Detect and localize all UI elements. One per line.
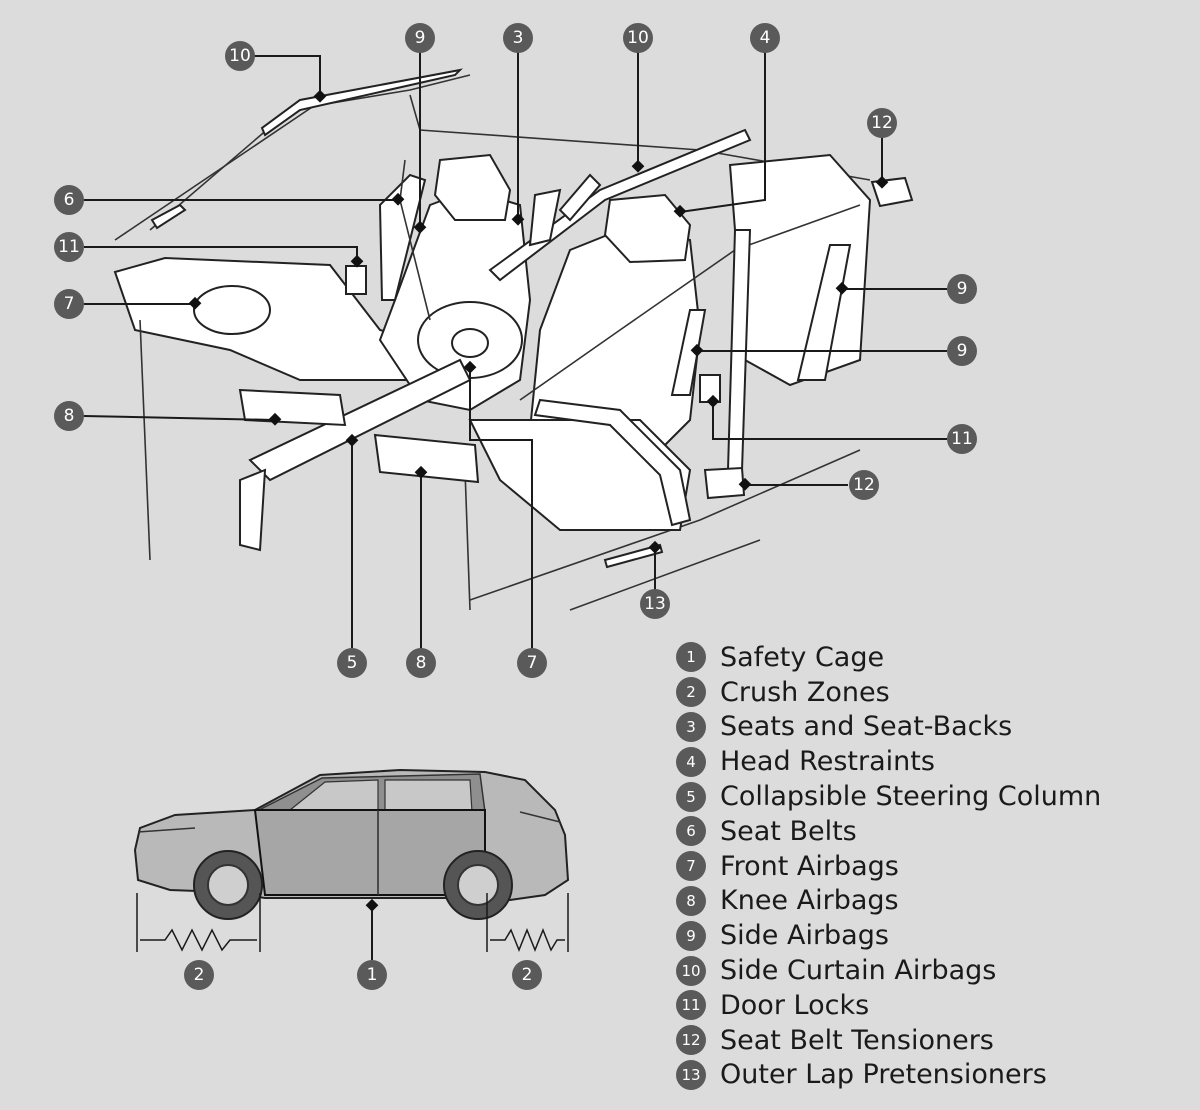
- callout-2b: 2: [512, 960, 542, 990]
- legend-label: Crush Zones: [720, 676, 890, 708]
- legend-item: 13 Outer Lap Pretensioners: [676, 1058, 1196, 1093]
- legend-label: Side Airbags: [720, 920, 889, 952]
- callout-9b: 9: [947, 274, 977, 304]
- legend-number: 7: [676, 851, 706, 882]
- legend-label: Seats and Seat-Backs: [720, 711, 1013, 743]
- legend-label: Door Locks: [720, 989, 870, 1021]
- svg-text:4: 4: [760, 28, 771, 48]
- legend-item: 8 Knee Airbags: [676, 884, 1196, 919]
- legend-number: 1: [676, 642, 706, 673]
- callout-12b: 12: [849, 470, 879, 500]
- svg-text:9: 9: [957, 279, 968, 299]
- vehicle-side-view: [133, 768, 570, 920]
- legend-item: 1 Safety Cage: [676, 640, 1196, 675]
- callout-11a: 11: [54, 232, 84, 262]
- callout-8b: 8: [406, 648, 436, 678]
- interior-illustration: [113, 68, 914, 611]
- legend-number: 12: [676, 1025, 706, 1056]
- svg-text:2: 2: [522, 965, 533, 985]
- callout-5: 5: [337, 648, 367, 678]
- legend-item: 9 Side Airbags: [676, 918, 1196, 953]
- legend-item: 4 Head Restraints: [676, 744, 1196, 779]
- svg-text:6: 6: [64, 190, 75, 210]
- svg-text:9: 9: [415, 28, 426, 48]
- legend-number: 2: [676, 677, 706, 708]
- legend-number: 9: [676, 920, 706, 951]
- legend-number: 11: [676, 990, 706, 1021]
- callout-13: 13: [640, 589, 670, 619]
- leader-lines: [83, 50, 947, 960]
- callout-7a: 7: [54, 289, 84, 319]
- callout-1: 1: [357, 960, 387, 990]
- legend-label: Outer Lap Pretensioners: [720, 1059, 1047, 1091]
- callout-2a: 2: [184, 960, 214, 990]
- svg-text:8: 8: [416, 653, 427, 673]
- svg-text:3: 3: [513, 28, 524, 48]
- legend-label: Seat Belts: [720, 815, 857, 847]
- callout-6: 6: [54, 185, 84, 215]
- callout-10a: 10: [225, 41, 255, 71]
- legend-label: Front Airbags: [720, 850, 899, 882]
- svg-text:11: 11: [951, 429, 973, 449]
- svg-text:5: 5: [347, 653, 358, 673]
- callout-3: 3: [503, 23, 533, 53]
- svg-text:11: 11: [58, 237, 80, 257]
- svg-text:8: 8: [64, 406, 75, 426]
- callout-11b: 11: [947, 424, 977, 454]
- legend-number: 4: [676, 746, 706, 777]
- legend-label: Head Restraints: [720, 746, 935, 778]
- legend-item: 12 Seat Belt Tensioners: [676, 1023, 1196, 1058]
- callout-9c: 9: [947, 336, 977, 366]
- svg-text:2: 2: [194, 965, 205, 985]
- svg-text:9: 9: [957, 341, 968, 361]
- legend-label: Knee Airbags: [720, 885, 899, 917]
- legend-item: 2 Crush Zones: [676, 675, 1196, 710]
- legend-item: 6 Seat Belts: [676, 814, 1196, 849]
- legend-number: 13: [676, 1059, 706, 1090]
- crush-zone-markers: [136, 893, 569, 953]
- legend-item: 10 Side Curtain Airbags: [676, 953, 1196, 988]
- svg-text:10: 10: [229, 46, 251, 66]
- svg-text:7: 7: [527, 653, 538, 673]
- legend-item: 5 Collapsible Steering Column: [676, 779, 1196, 814]
- svg-text:1: 1: [367, 965, 378, 985]
- callout-12a: 12: [867, 108, 897, 138]
- legend-number: 10: [676, 955, 706, 986]
- legend-label: Safety Cage: [720, 641, 885, 673]
- legend-label: Seat Belt Tensioners: [720, 1024, 994, 1056]
- legend-item: 3 Seats and Seat-Backs: [676, 710, 1196, 745]
- callout-7b: 7: [517, 648, 547, 678]
- callout-4: 4: [750, 23, 780, 53]
- callout-8a: 8: [54, 401, 84, 431]
- callout-10b: 10: [623, 23, 653, 53]
- legend-item: 7 Front Airbags: [676, 849, 1196, 884]
- svg-text:13: 13: [644, 594, 666, 614]
- legend-label: Collapsible Steering Column: [720, 781, 1102, 813]
- svg-text:10: 10: [627, 28, 649, 48]
- legend-number: 6: [676, 816, 706, 847]
- svg-text:7: 7: [64, 294, 75, 314]
- legend: 1 Safety Cage 2 Crush Zones 3 Seats and Sea…: [676, 640, 1196, 1092]
- legend-label: Side Curtain Airbags: [720, 955, 997, 987]
- legend-number: 8: [676, 885, 706, 916]
- legend-item: 11 Door Locks: [676, 988, 1196, 1023]
- legend-number: 5: [676, 781, 706, 812]
- callout-9a: 9: [405, 23, 435, 53]
- svg-text:12: 12: [871, 113, 893, 133]
- legend-number: 3: [676, 711, 706, 742]
- svg-text:12: 12: [853, 475, 875, 495]
